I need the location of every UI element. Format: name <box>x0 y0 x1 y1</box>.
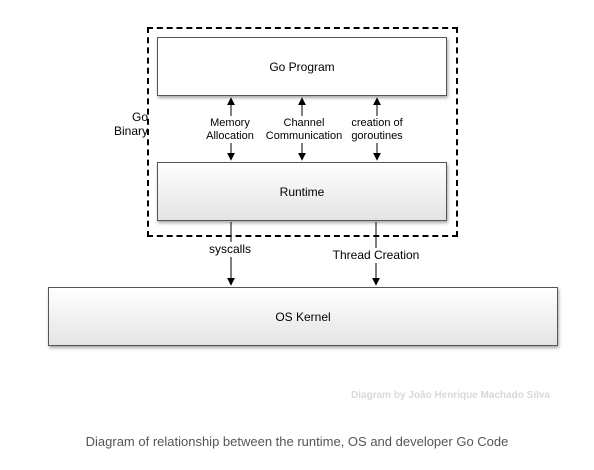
goroutine-label-line-1: creation of <box>351 117 403 129</box>
figure-caption: Diagram of relationship between the runt… <box>85 434 509 449</box>
syscalls-label: syscalls <box>208 242 251 256</box>
go-binary-line-2: Binary <box>113 124 148 138</box>
thread-creation-label: Thread Creation <box>332 248 420 262</box>
runtime-label: Runtime <box>279 184 325 199</box>
memory-allocation-label: Memory Allocation <box>196 117 264 143</box>
goroutine-creation-label: creation of goroutines <box>342 117 412 143</box>
go-program-label: Go Program <box>269 59 335 74</box>
os-kernel-box: OS Kernel <box>48 287 558 346</box>
diagram-credit: Diagram by João Henrique Machado Silva <box>351 390 550 401</box>
go-binary-label: Go Binary <box>104 110 148 138</box>
runtime-box: Runtime <box>157 162 447 221</box>
memory-label-line-1: Memory <box>210 117 250 129</box>
os-kernel-label: OS Kernel <box>275 309 331 324</box>
channel-label-line-2: Communication <box>265 130 343 142</box>
channel-communication-label: Channel Communication <box>262 117 346 143</box>
memory-label-line-2: Allocation <box>206 130 254 142</box>
runtime-diagram: Go Program Runtime OS Kernel Go Binary M… <box>48 27 558 401</box>
channel-label-line-1: Channel <box>283 117 325 129</box>
go-program-box: Go Program <box>157 37 447 96</box>
go-binary-boundary <box>147 27 458 237</box>
go-binary-line-1: Go <box>131 110 148 124</box>
goroutine-label-line-2: goroutines <box>351 130 403 142</box>
